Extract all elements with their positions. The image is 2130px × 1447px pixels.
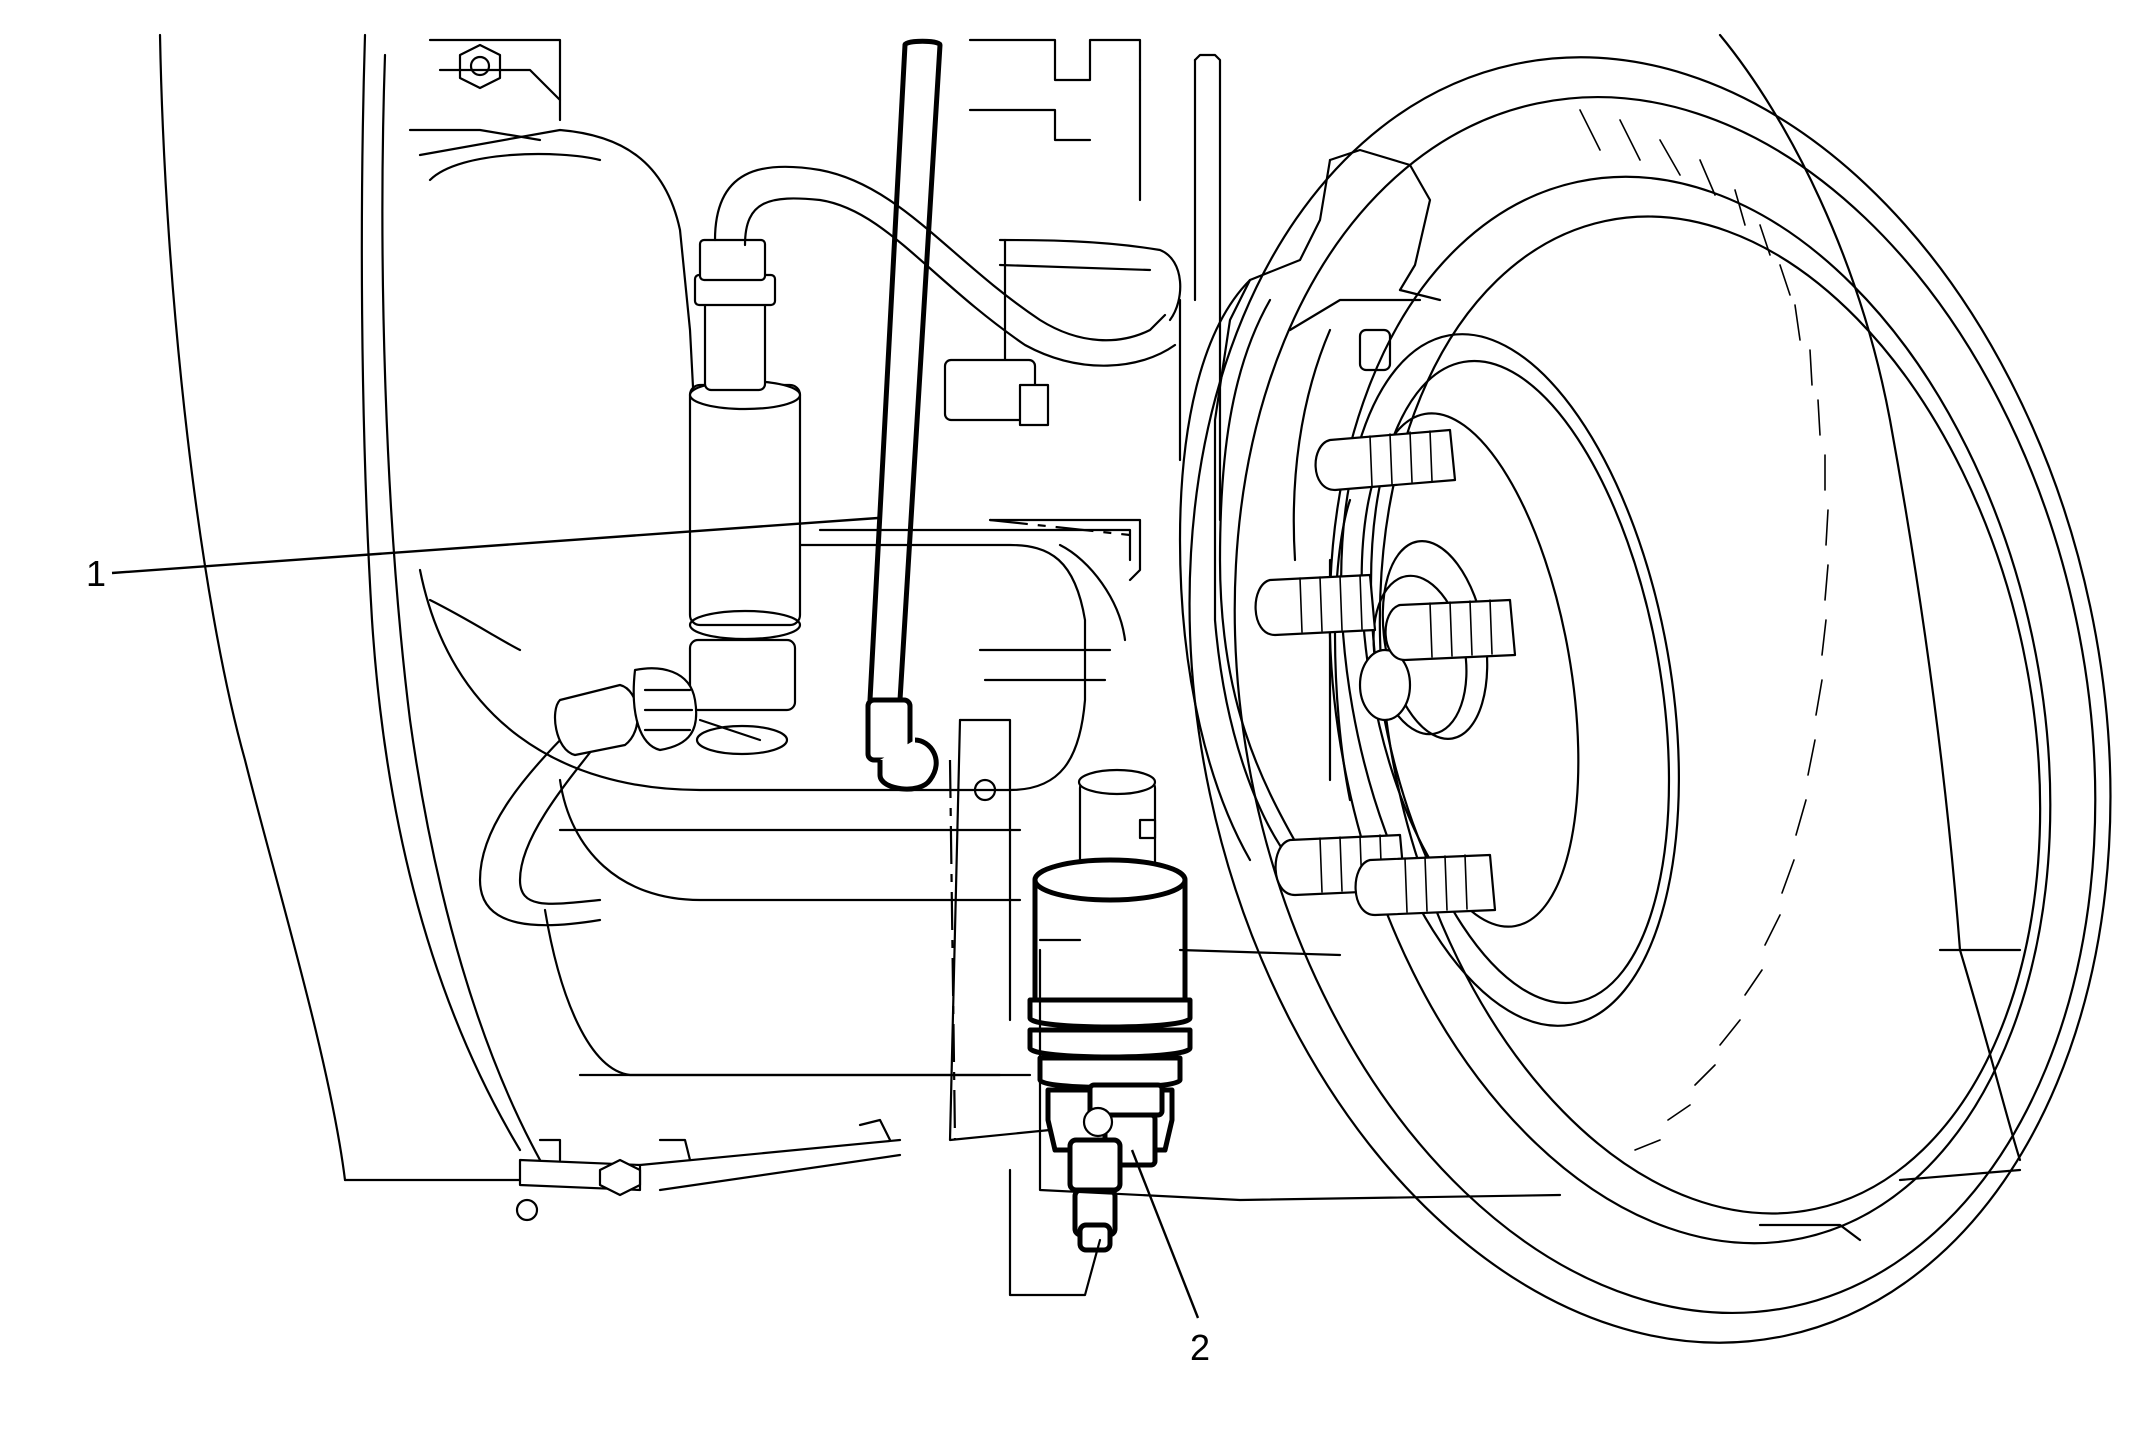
mounting-bolt-top: [408, 38, 562, 142]
fender-panel: [158, 33, 542, 1182]
wheel-stud: [1384, 598, 1517, 662]
wheel-studs: [1254, 428, 1517, 917]
brake-rotor: [1188, 56, 2112, 1344]
washer-hose-lower: [478, 667, 762, 927]
wheel-stud: [1314, 428, 1457, 492]
washer-hose-upper: [713, 165, 1182, 427]
brake-caliper: [1178, 148, 1442, 862]
callout-2: 2: [1130, 1149, 1210, 1368]
washer-pump: [948, 718, 1193, 1297]
fluid-level-sensor: [865, 38, 997, 802]
body-structure-right: [1038, 33, 2022, 1242]
callout-1: 1: [86, 516, 879, 594]
washer-reservoir: [418, 128, 1132, 1077]
callout-label-1: 1: [86, 553, 106, 594]
mounting-bracket: [968, 38, 1222, 582]
wheel-stud: [1354, 853, 1497, 917]
rotor-vanes: [1579, 109, 1829, 1151]
reservoir-pump-upper: [688, 238, 802, 756]
liner-clips: [515, 1118, 902, 1222]
callout-label-2: 2: [1190, 1327, 1210, 1368]
wheel-stud: [1254, 573, 1377, 637]
wheel-hub: [1328, 333, 1680, 1027]
